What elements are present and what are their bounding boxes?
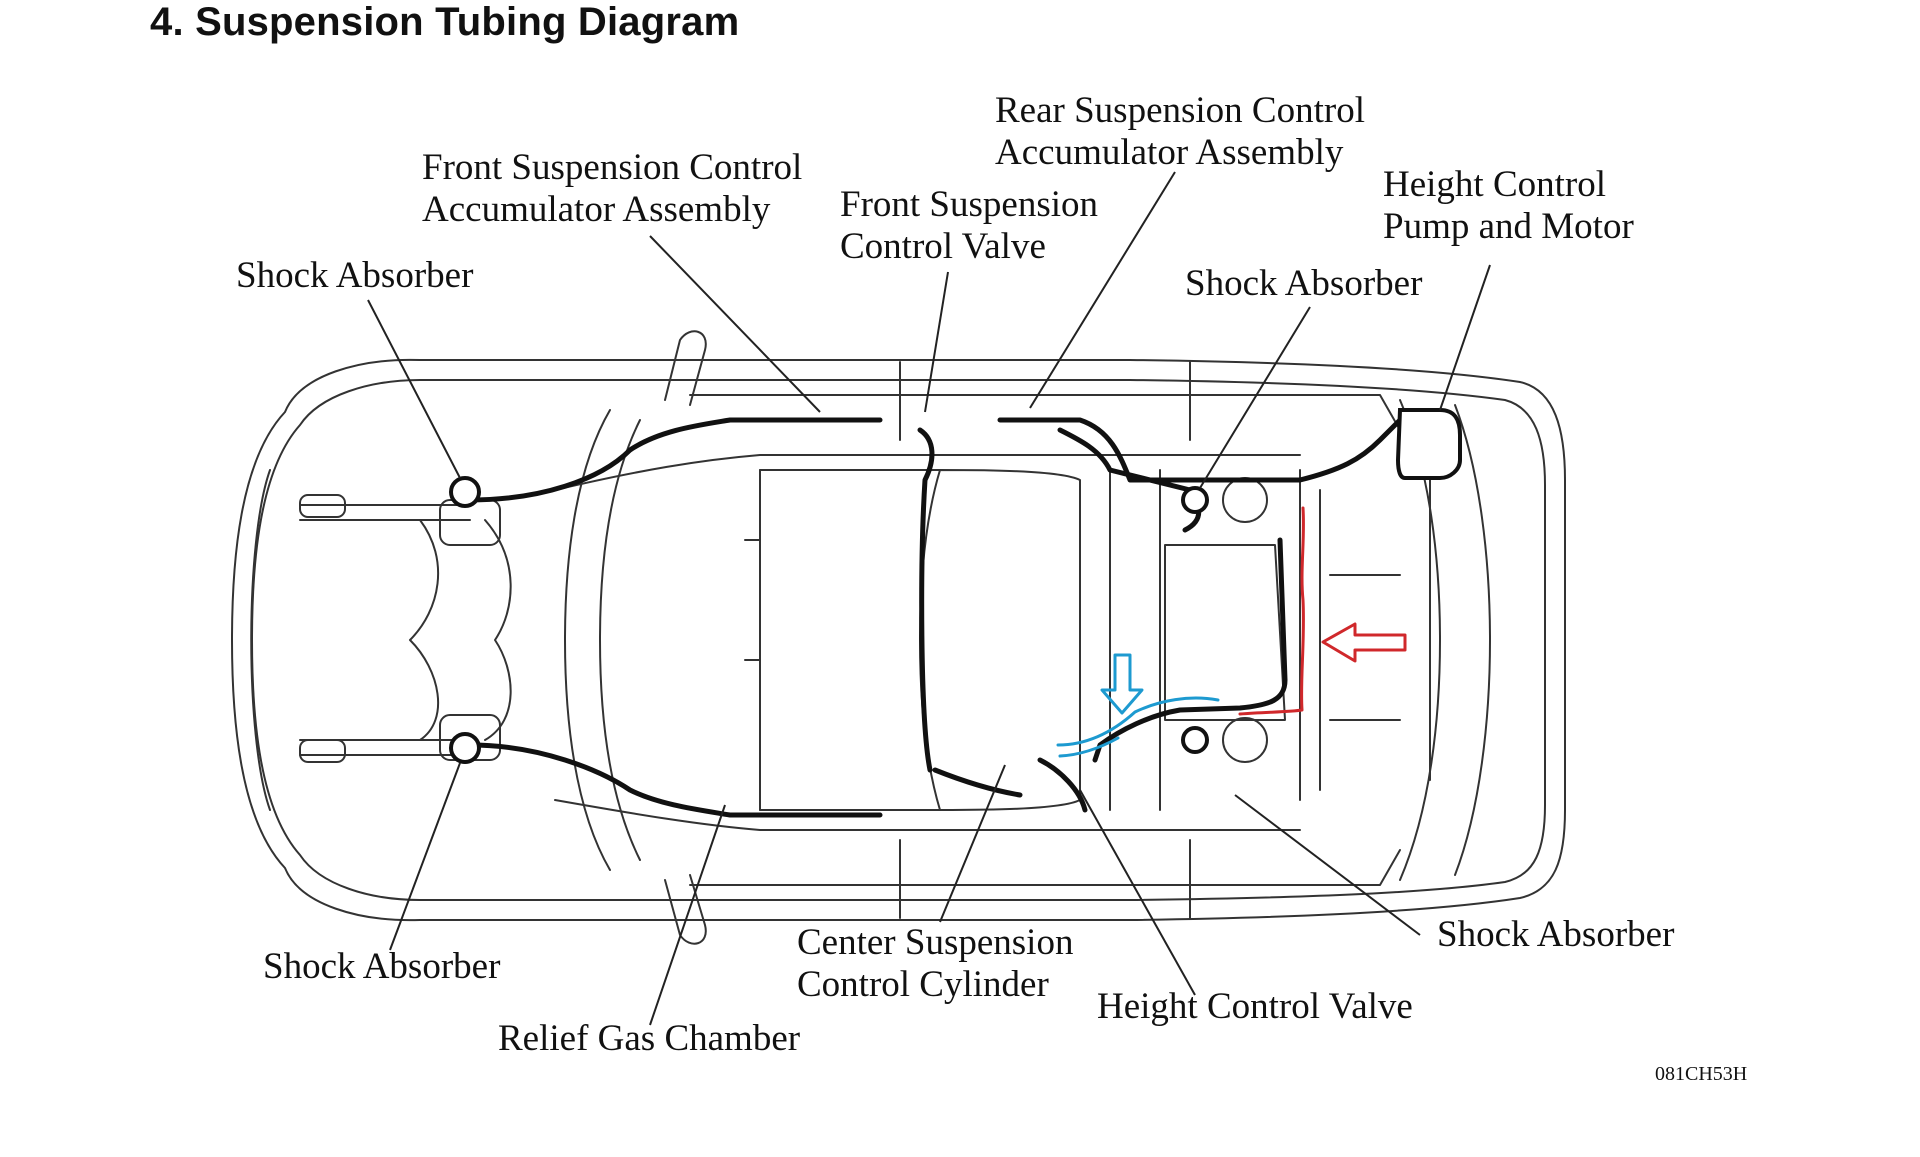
label-shock-rear-lower: Shock Absorber — [1437, 914, 1675, 955]
blue-line — [1056, 696, 1220, 747]
label-shock-front-lower: Shock Absorber — [263, 946, 501, 987]
leader-height-pump — [1439, 264, 1491, 411]
leader-relief-gas-chamber — [649, 804, 726, 1026]
red-annotation — [1238, 506, 1407, 716]
rear-shock-top — [1181, 486, 1209, 514]
frame-rail-top — [554, 454, 1301, 491]
rear-wheel-top — [1222, 477, 1268, 523]
label-shock-rear-upper: Shock Absorber — [1185, 263, 1423, 304]
figure-code: 081CH53H — [1655, 1063, 1748, 1085]
leader-center-cylinder — [939, 764, 1006, 923]
front-shock-bottom — [449, 732, 481, 764]
tube-center-right — [1057, 427, 1202, 533]
leader-rear-accumulator — [1029, 171, 1176, 409]
height-control-pump-shape — [1395, 408, 1462, 480]
tube-center-left — [917, 427, 935, 773]
tube-to-pump — [997, 417, 1403, 483]
rear-subframe — [1164, 544, 1286, 721]
leader-front-control-valve — [924, 271, 949, 413]
tube-front-right — [467, 742, 883, 818]
front-windshield — [564, 409, 611, 871]
red-line — [1238, 506, 1305, 716]
rear-wheel-bottom — [1222, 717, 1268, 763]
label-front-control-valve: Front Suspension Control Valve — [840, 184, 1099, 267]
mirror-top — [664, 330, 707, 406]
tube-front-left — [467, 417, 883, 503]
front-shock-top — [449, 476, 481, 508]
leader-shock-rear-upper — [1199, 306, 1311, 489]
label-height-control-pump: Height Control Pump and Motor — [1383, 164, 1634, 247]
leader-height-control-valve — [1079, 789, 1196, 996]
center-tunnel — [919, 469, 1081, 811]
leader-front-accumulator — [649, 235, 821, 413]
label-relief-gas-chamber: Relief Gas Chamber — [498, 1018, 801, 1059]
blue-annotation — [1056, 653, 1220, 758]
label-front-accumulator: Front Suspension Control Accumulator Ass… — [422, 147, 803, 230]
leader-shock-rear-lower — [1234, 794, 1421, 936]
label-center-cylinder: Center Suspension Control Cylinder — [797, 922, 1074, 1005]
blue-arrow-icon — [1100, 653, 1144, 715]
rear-shock-bottom — [1181, 726, 1209, 754]
label-shock-front-upper: Shock Absorber — [236, 255, 474, 296]
front-subframe — [409, 519, 440, 741]
label-rear-accumulator: Rear Suspension Control Accumulator Asse… — [995, 90, 1365, 173]
front-bumper — [250, 469, 271, 811]
car-body-inner-outline — [251, 379, 1546, 901]
leader-shock-front-upper — [367, 299, 461, 479]
leader-shock-front-lower — [389, 762, 461, 951]
page-heading: 4. Suspension Tubing Diagram — [150, 0, 740, 44]
red-arrow-icon — [1321, 622, 1407, 663]
label-height-control-valve: Height Control Valve — [1097, 986, 1413, 1027]
tube-rear-loop — [1092, 537, 1288, 763]
